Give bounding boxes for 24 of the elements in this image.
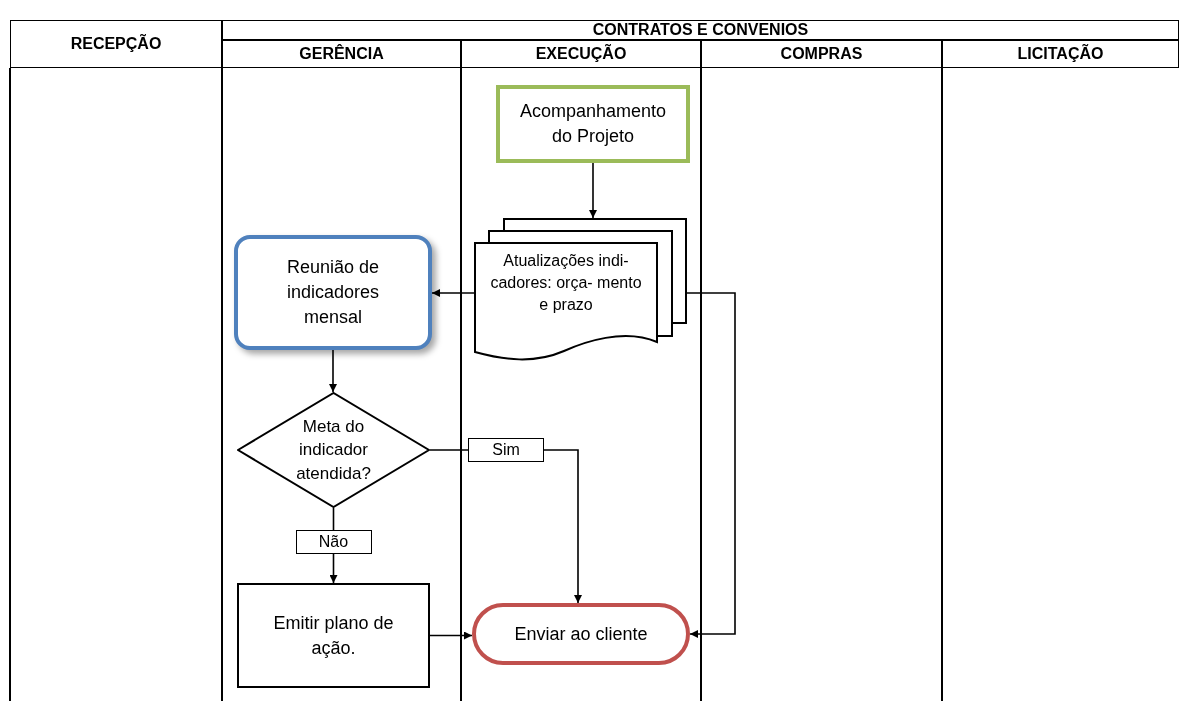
arrow bbox=[329, 349, 337, 393]
node-text: Acompanhamento do Projeto bbox=[518, 100, 668, 148]
process-box bbox=[234, 235, 432, 350]
node-text: Enviar ao cliente bbox=[514, 622, 648, 646]
column-header: EXECUÇÃO bbox=[461, 40, 701, 68]
start-box bbox=[496, 85, 690, 163]
node-text: Meta do indicador atendida? bbox=[295, 415, 372, 485]
arrow bbox=[686, 292, 736, 638]
process-box bbox=[237, 583, 430, 688]
column-header: CONTRATOS E CONVENIOS bbox=[222, 20, 1179, 40]
column-header: RECEPÇÃO bbox=[10, 20, 222, 68]
node-text: Atualizações indi- cadores: orça- mento e prazo bbox=[489, 251, 643, 315]
document-stack bbox=[474, 218, 687, 362]
arrow bbox=[429, 631, 473, 640]
column-header: COMPRAS bbox=[701, 40, 942, 68]
decision-diamond bbox=[237, 392, 430, 508]
arrow bbox=[589, 162, 597, 219]
node-text: Reunião de indicadores mensal bbox=[285, 256, 381, 329]
arrow bbox=[431, 289, 475, 297]
edge-label: Não bbox=[295, 529, 372, 554]
column-header: LICITAÇÃO bbox=[942, 40, 1179, 68]
node-text: Emitir plano de ação. bbox=[272, 611, 395, 660]
column-header: GERÊNCIA bbox=[222, 40, 461, 68]
edge-label: Sim bbox=[468, 438, 544, 462]
